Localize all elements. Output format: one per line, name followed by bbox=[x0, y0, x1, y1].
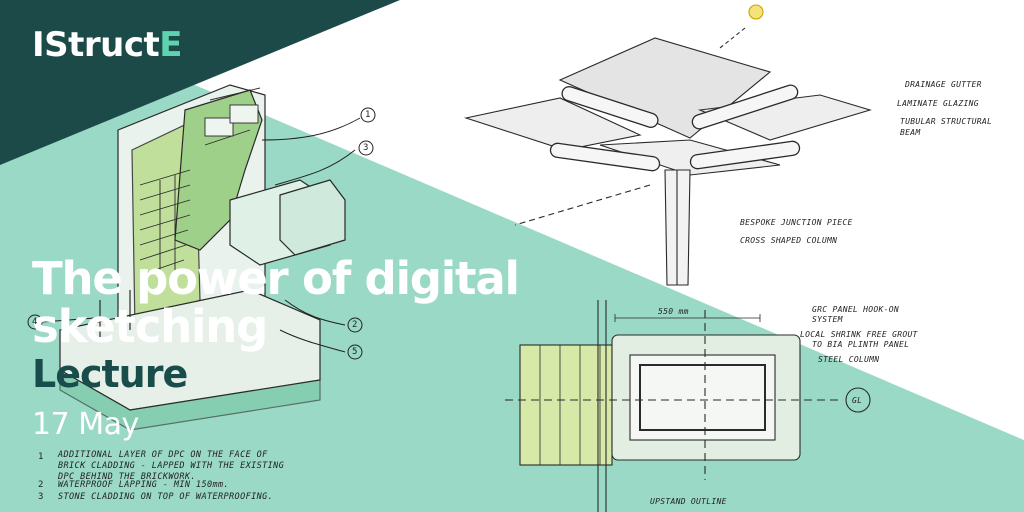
brick-wall-sketch bbox=[59, 84, 346, 431]
callout-5-circle bbox=[347, 344, 363, 360]
legend-num-3: 3 bbox=[38, 492, 44, 502]
label-grc-1: GRC PANEL HOOK-ON bbox=[812, 305, 899, 314]
legend-num-2: 2 bbox=[38, 480, 44, 490]
label-steel-column: STEEL COLUMN bbox=[818, 355, 880, 364]
label-drainage-gutter: DRAINAGE GUTTER bbox=[905, 80, 982, 89]
legend-1-line-1: ADDITIONAL LAYER OF DPC ON THE FACE OF bbox=[58, 450, 268, 460]
legend-item-2: WATERPROOF LAPPING - MIN 150mm. bbox=[58, 480, 230, 490]
label-grout-2: TO BIA PLINTH PANEL bbox=[812, 340, 910, 349]
istructe-logo: IStructE bbox=[32, 25, 183, 65]
label-gl: GL bbox=[852, 396, 863, 405]
legend-1-line-3: DPC BEHIND THE BRICKWORK. bbox=[58, 472, 196, 482]
logo-text: IStruct bbox=[32, 25, 160, 65]
title-line-1: The power of digital bbox=[32, 252, 520, 305]
label-cross-column: CROSS SHAPED COLUMN bbox=[740, 236, 838, 245]
callout-2-circle bbox=[347, 317, 363, 333]
label-upstand: UPSTAND OUTLINE bbox=[650, 497, 727, 506]
column-detail-sketch bbox=[505, 300, 871, 512]
callout-1: 1 bbox=[365, 110, 371, 120]
callout-2: 2 bbox=[352, 320, 358, 330]
callout-1-circle bbox=[360, 107, 376, 123]
event-subtitle: Lecture bbox=[32, 352, 188, 396]
label-dimension: 550 mm bbox=[658, 307, 689, 316]
callout-4-circle bbox=[27, 314, 43, 330]
legend-item-1: ADDITIONAL LAYER OF DPC ON THE FACE OF B… bbox=[58, 450, 284, 483]
label-grc-2: SYSTEM bbox=[812, 315, 843, 324]
callout-3: 3 bbox=[363, 143, 369, 153]
dark-corner bbox=[0, 0, 400, 165]
logo-accent: E bbox=[159, 25, 183, 65]
label-tubular-beam-1: TUBULAR STRUCTURAL bbox=[900, 117, 993, 126]
event-date: 17 May bbox=[32, 407, 139, 442]
label-laminate-glazing: LAMINATE GLAZING bbox=[897, 99, 979, 108]
callout-4: 4 bbox=[32, 317, 38, 327]
label-tubular-beam-2: BEAM bbox=[900, 128, 921, 137]
label-junction-piece: BESPOKE JUNCTION PIECE bbox=[740, 218, 853, 227]
legend-num-1: 1 bbox=[38, 452, 44, 462]
callout-5: 5 bbox=[352, 347, 358, 357]
title-line-2: sketching bbox=[32, 300, 268, 353]
callout-lines bbox=[27, 107, 376, 360]
callout-3-circle bbox=[358, 140, 374, 156]
label-grout-1: LOCAL SHRINK FREE GROUT bbox=[800, 330, 918, 339]
canopy-sketch bbox=[463, 4, 872, 286]
legend-item-3: STONE CLADDING ON TOP OF WATERPROOFING. bbox=[58, 492, 274, 502]
legend-1-line-2: BRICK CLADDING - LAPPED WITH THE EXISTIN… bbox=[58, 461, 285, 471]
